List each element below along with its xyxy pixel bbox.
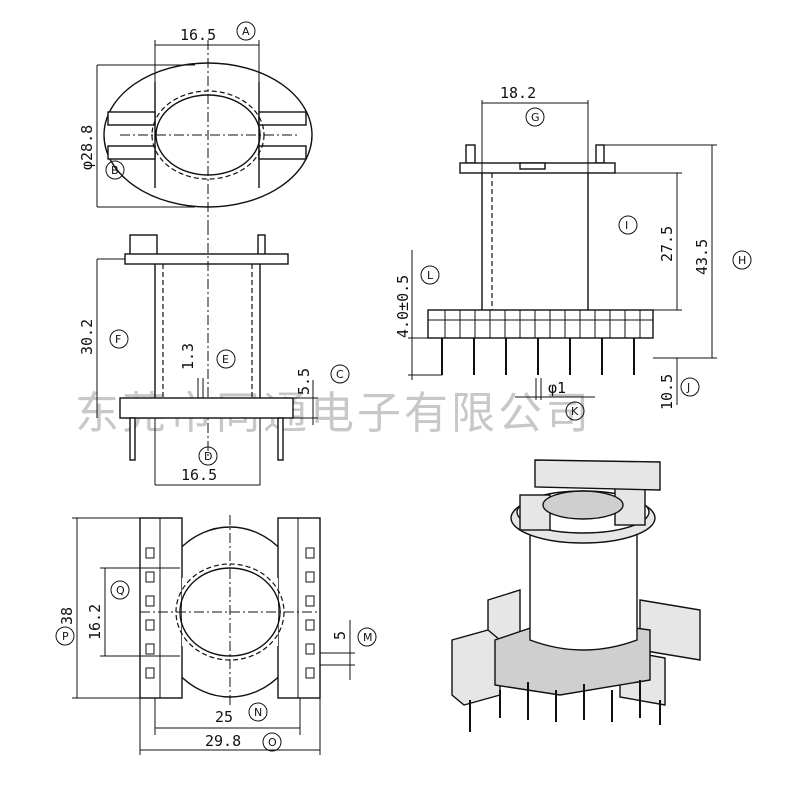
dim-N-value: 25 [215, 708, 233, 726]
dim-J-letter: J [686, 381, 690, 394]
dim-P-value: 38 [58, 607, 76, 625]
top-view: 16.5 A φ28.8 B [78, 21, 313, 230]
dim-F-value: 30.2 [78, 319, 96, 355]
dim-E-value: 1.3 [179, 343, 197, 370]
dim-Q-value: 16.2 [86, 604, 104, 640]
bottom-view: 16.2 Q 38 P 5 M 25 N 29.8 O [55, 515, 377, 755]
dim-D-value: 16.5 [181, 466, 217, 484]
dim-B-value: φ28.8 [78, 125, 96, 170]
dim-I-value: 27.5 [658, 226, 676, 262]
dim-O-value: 29.8 [205, 732, 241, 750]
dim-D-letter: D [204, 450, 212, 463]
dim-A-letter: A [242, 25, 250, 38]
front-view: 30.2 F 1.3 E 5.5 C 16.5 D [78, 225, 350, 486]
dim-O-letter: O [268, 736, 277, 749]
dim-G-value: 18.2 [500, 84, 536, 102]
dim-H-value: 43.5 [693, 239, 711, 275]
dim-J-value: 10.5 [658, 374, 676, 410]
side-view: 18.2 G 27.5 I 43.5 H 4.0±0.5 L 10.5 J φ1 [394, 84, 752, 421]
dim-P-letter: P [62, 630, 69, 643]
dim-C-value: 5.5 [295, 368, 313, 395]
dim-K-letter: K [571, 405, 579, 418]
isometric-view [451, 459, 701, 732]
dim-G-letter: G [531, 111, 540, 124]
dim-F-letter: F [115, 333, 121, 346]
dim-N-letter: N [254, 706, 262, 719]
dim-C-letter: C [336, 368, 344, 381]
dim-A-value: 16.5 [180, 26, 216, 44]
dim-K-value: φ1 [548, 379, 566, 397]
dim-E-letter: E [222, 353, 229, 366]
dim-I-letter: I [625, 219, 628, 232]
dim-B-letter: B [111, 164, 119, 177]
dim-Q-letter: Q [116, 584, 125, 597]
dim-M-letter: M [363, 631, 373, 644]
dim-H-letter: H [738, 254, 746, 267]
dim-L-value: 4.0±0.5 [394, 275, 412, 338]
dim-L-letter: L [427, 269, 434, 282]
dim-M-value: 5 [331, 631, 349, 640]
